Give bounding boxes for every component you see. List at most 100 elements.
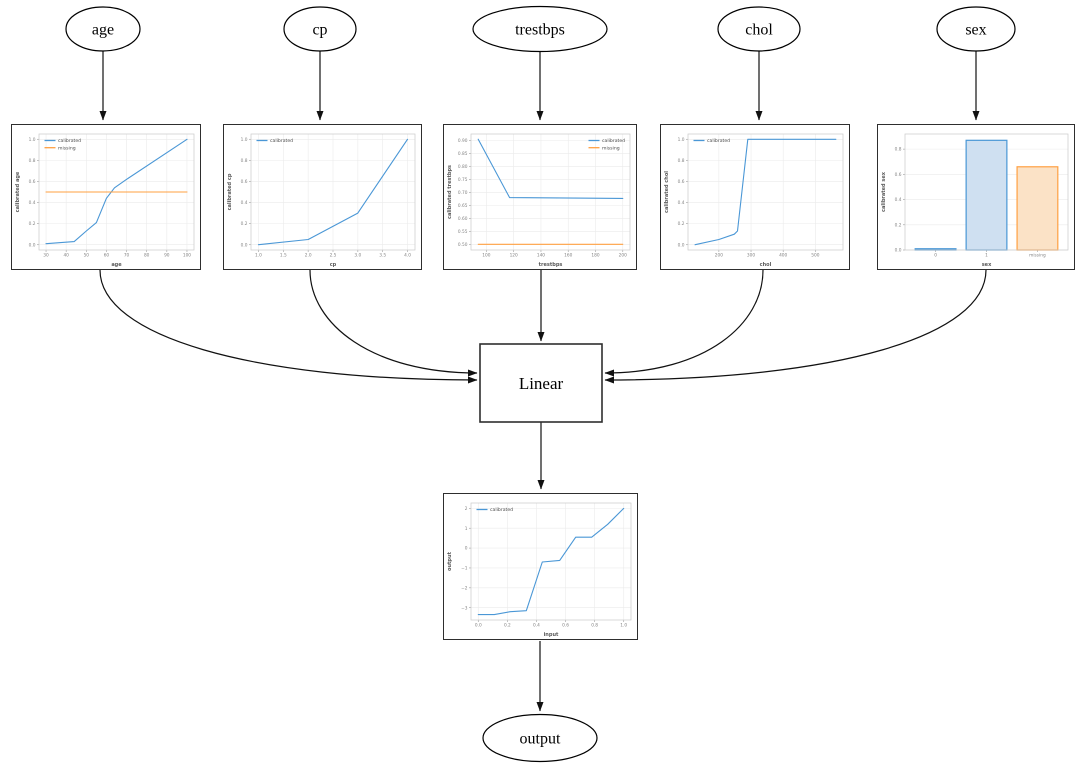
svg-text:2.5: 2.5 — [330, 252, 337, 258]
chol-ellipse — [717, 6, 801, 52]
chol-series-calibrated — [694, 138, 837, 246]
svg-text:0.4: 0.4 — [241, 200, 248, 206]
svg-text:0.4: 0.4 — [29, 200, 36, 206]
sex-bar-missing — [1016, 166, 1059, 251]
node-chol: chol — [717, 6, 801, 52]
svg-text:1: 1 — [985, 252, 988, 258]
chol-xlabel: chol — [760, 262, 772, 268]
svg-text:1.0: 1.0 — [678, 137, 685, 143]
svg-text:0.50: 0.50 — [458, 242, 468, 248]
svg-text:50: 50 — [84, 252, 90, 258]
output-node-label: output — [520, 731, 561, 748]
legend-label-calibrated: calibrated — [490, 507, 513, 513]
svg-text:60: 60 — [104, 252, 110, 258]
output-xlabel: input — [544, 632, 559, 638]
svg-text:100: 100 — [183, 252, 191, 258]
chol-node-label: chol — [745, 22, 773, 39]
svg-text:0.4: 0.4 — [533, 622, 540, 628]
linear-box — [479, 343, 603, 423]
svg-text:30: 30 — [43, 252, 49, 258]
linear-node-label: Linear — [519, 374, 564, 393]
trestbps-xlabel: trestbps — [539, 262, 563, 268]
sex-ellipse — [936, 6, 1016, 52]
svg-text:1.0: 1.0 — [29, 137, 36, 143]
legend-label-missing: missing — [602, 145, 620, 151]
svg-text:0.0: 0.0 — [29, 242, 36, 248]
cp-xlabel: cp — [330, 262, 337, 268]
svg-text:0: 0 — [934, 252, 937, 258]
svg-text:0.2: 0.2 — [895, 222, 902, 228]
svg-text:0.6: 0.6 — [895, 172, 902, 178]
svg-text:80: 80 — [144, 252, 150, 258]
cp-series-calibrated — [257, 138, 409, 246]
svg-text:3.5: 3.5 — [379, 252, 386, 258]
svg-text:0.8: 0.8 — [895, 147, 902, 153]
sex-ylabel: calibrated sex — [881, 171, 887, 212]
svg-text:−2: −2 — [461, 585, 468, 591]
svg-text:160: 160 — [564, 252, 572, 258]
output-ylabel: output — [447, 551, 453, 571]
svg-text:0.6: 0.6 — [29, 179, 36, 185]
edge-sex-chart-to-linear — [604, 269, 987, 384]
svg-text:0.4: 0.4 — [678, 200, 685, 206]
svg-text:0.4: 0.4 — [895, 197, 902, 203]
node-trestbps: trestbps — [472, 5, 608, 53]
svg-text:140: 140 — [537, 252, 545, 258]
svg-text:2.0: 2.0 — [305, 252, 312, 258]
svg-text:90: 90 — [164, 252, 170, 258]
svg-text:0.80: 0.80 — [458, 164, 468, 170]
trestbps-ellipse — [472, 5, 608, 53]
svg-text:0.75: 0.75 — [458, 177, 468, 183]
svg-text:0.0: 0.0 — [475, 622, 482, 628]
node-linear: Linear — [479, 343, 603, 423]
svg-text:1.0: 1.0 — [255, 252, 262, 258]
age-node-label: age — [92, 22, 114, 39]
edge-age-chart-to-linear — [99, 269, 478, 384]
svg-text:1.0: 1.0 — [241, 137, 248, 143]
legend-label-calibrated: calibrated — [707, 138, 730, 144]
age-ellipse — [65, 6, 141, 52]
svg-text:3.0: 3.0 — [354, 252, 361, 258]
svg-text:40: 40 — [63, 252, 69, 258]
trestbps-series-calibrated — [477, 138, 624, 199]
svg-text:0.85: 0.85 — [458, 151, 468, 157]
svg-text:1.5: 1.5 — [280, 252, 287, 258]
svg-text:400: 400 — [779, 252, 787, 258]
svg-text:−3: −3 — [461, 605, 468, 611]
sex-xlabel: sex — [982, 262, 992, 268]
legend-label-calibrated: calibrated — [602, 138, 625, 144]
age-ylabel: calibrated age — [15, 171, 21, 212]
svg-text:0: 0 — [465, 546, 468, 552]
edge-chol-chart-to-linear — [604, 269, 764, 377]
sex-node-label: sex — [965, 22, 986, 39]
cp-node-label: cp — [312, 22, 327, 39]
svg-text:70: 70 — [124, 252, 130, 258]
svg-text:0.90: 0.90 — [458, 138, 468, 144]
svg-text:1: 1 — [465, 526, 468, 532]
svg-text:0.8: 0.8 — [241, 158, 248, 164]
svg-text:1.0: 1.0 — [620, 622, 627, 628]
svg-text:0.6: 0.6 — [678, 179, 685, 185]
chol-ylabel: calibrated chol — [664, 171, 670, 213]
trestbps-ylabel: calibrated trestbps — [447, 165, 453, 219]
svg-text:0.55: 0.55 — [458, 229, 468, 235]
svg-text:−1: −1 — [461, 566, 468, 572]
svg-text:0.0: 0.0 — [895, 248, 902, 254]
svg-text:0.2: 0.2 — [241, 221, 248, 227]
svg-text:0.65: 0.65 — [458, 203, 468, 209]
node-sex: sex — [936, 6, 1016, 52]
node-age: age — [65, 6, 141, 52]
svg-text:0.0: 0.0 — [678, 242, 685, 248]
svg-text:0.8: 0.8 — [678, 158, 685, 164]
